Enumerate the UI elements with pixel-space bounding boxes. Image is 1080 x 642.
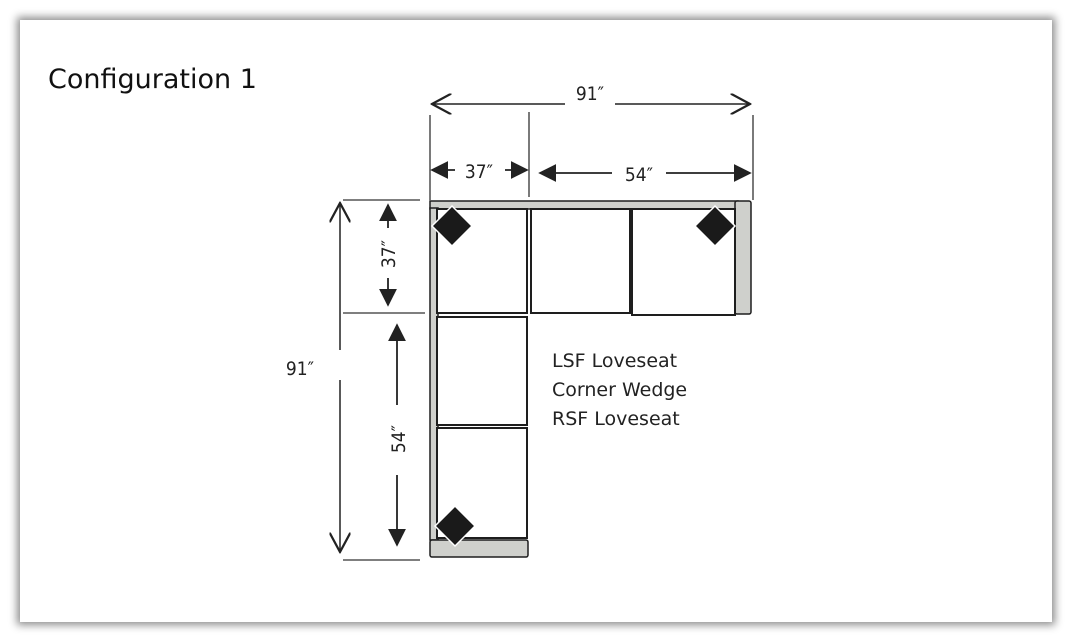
bottom-arm (429, 539, 529, 558)
diamond-marker-icon (430, 204, 474, 248)
diamond-marker-icon (693, 204, 737, 248)
extension-lines (343, 112, 754, 561)
rsf-loveseat-seat-1 (530, 208, 631, 314)
overall-depth-label: 91″ (286, 358, 314, 380)
component-corner-wedge: Corner Wedge (552, 379, 687, 401)
loveseat-width-label: 54″ (625, 164, 653, 186)
component-list: LSF Loveseat Corner Wedge RSF Loveseat (552, 350, 693, 430)
corner-width-label: 37″ (465, 161, 493, 183)
diamond-marker-icon (433, 504, 477, 548)
diagram-card (20, 20, 1052, 622)
lsf-loveseat-seat-1 (436, 316, 528, 426)
corner-depth-label: 37″ (378, 240, 400, 268)
component-lsf-loveseat: LSF Loveseat (552, 350, 677, 372)
component-rsf-loveseat: RSF Loveseat (552, 408, 680, 430)
configuration-title: Configuration 1 (48, 64, 257, 95)
top-back-band (429, 200, 739, 210)
loveseat-depth-label: 54″ (388, 425, 410, 453)
right-arm (734, 200, 752, 315)
overall-width-label: 91″ (576, 83, 604, 105)
